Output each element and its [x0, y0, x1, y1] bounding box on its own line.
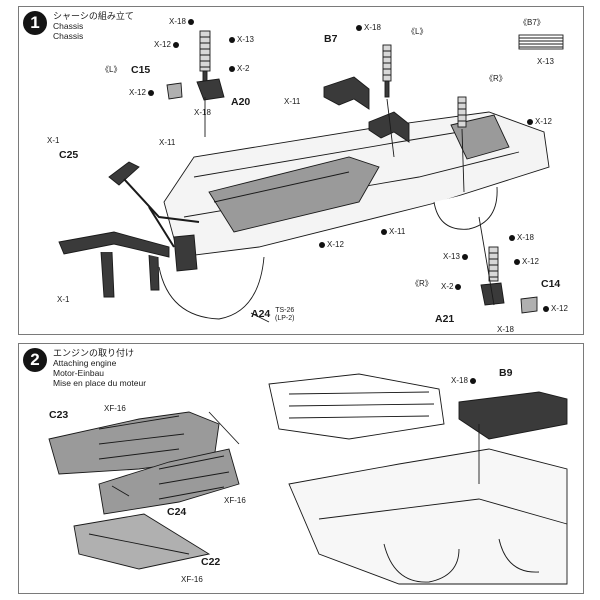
- title-de: Motor-Einbau: [53, 368, 105, 378]
- title-jp: エンジンの取り付け: [53, 348, 135, 358]
- label-c22: C22: [201, 556, 221, 568]
- step-2-panel: 2 エンジンの取り付け Attaching engine Motor-Einba…: [18, 343, 584, 594]
- label-x13-c: X-13: [443, 252, 468, 261]
- label-x11-a: X-11: [284, 97, 301, 106]
- label-x18-e: X-18: [497, 325, 514, 334]
- label-x12-c: X-12: [527, 117, 552, 126]
- label-l-b: 《L》: [407, 27, 428, 36]
- label-x1-b: X-1: [57, 295, 70, 304]
- title-de: Chassis: [53, 31, 84, 41]
- label-x13-b: X-13: [537, 57, 554, 66]
- step-number: 1: [23, 11, 47, 35]
- label-x11-c: X-11: [381, 227, 405, 236]
- label-c15: C15: [131, 64, 151, 76]
- label-b7-bracket: 《B7》: [519, 18, 545, 27]
- label-x18-c: X-18: [356, 23, 381, 32]
- label-x12-b: X-12: [129, 88, 154, 97]
- label-x2-a: X-2: [229, 64, 249, 73]
- label-b9: B9: [499, 367, 513, 379]
- chassis-illustration: [58, 30, 564, 323]
- label-r-b: 《R》: [411, 279, 433, 288]
- label-c25: C25: [59, 149, 79, 161]
- label-a24: A24: [251, 308, 271, 320]
- step-1-panel: 1 シャーシの組み立て Chassis Chassis: [18, 6, 584, 335]
- label-x18-a: X-18: [169, 17, 194, 26]
- step-number: 2: [23, 348, 47, 372]
- engine-illustration: [48, 373, 568, 585]
- label-r-a: 《R》: [485, 74, 507, 83]
- paint-code-ts26: TS-26 (LP-2): [275, 307, 295, 322]
- label-xf16-c: XF-16: [181, 575, 203, 584]
- label-x1-a: X-1: [47, 136, 60, 145]
- label-l-a: 《L》: [101, 65, 122, 74]
- label-c24: C24: [167, 506, 187, 518]
- label-x18-b: X-18: [194, 108, 211, 117]
- label-a21: A21: [435, 313, 455, 325]
- title-en: Attaching engine: [53, 358, 117, 368]
- label-x2-b: X-2: [441, 282, 462, 291]
- label-a20: A20: [231, 96, 251, 108]
- label-x12-f: X-12: [543, 304, 568, 313]
- title-jp: シャーシの組み立て: [53, 11, 134, 21]
- label-x18-d: X-18: [509, 233, 534, 242]
- title-fr: Mise en place du moteur: [53, 378, 147, 388]
- label-xf16-b: XF-16: [224, 496, 246, 505]
- title-en: Chassis: [53, 21, 84, 31]
- label-x12-a: X-12: [154, 40, 179, 49]
- label-x12-d: X-12: [319, 240, 344, 249]
- label-x18: X-18: [451, 376, 476, 385]
- label-b7: B7: [324, 33, 338, 45]
- step-titles: エンジンの取り付け Attaching engine Motor-Einbau …: [53, 348, 146, 388]
- label-xf16-a: XF-16: [104, 404, 126, 413]
- label-x13-a: X-13: [229, 35, 254, 44]
- label-x12-e: X-12: [514, 257, 539, 266]
- step-titles: シャーシの組み立て Chassis Chassis: [53, 11, 134, 41]
- label-c23: C23: [49, 409, 69, 421]
- label-x11-b: X-11: [159, 138, 176, 147]
- label-c14: C14: [541, 278, 561, 290]
